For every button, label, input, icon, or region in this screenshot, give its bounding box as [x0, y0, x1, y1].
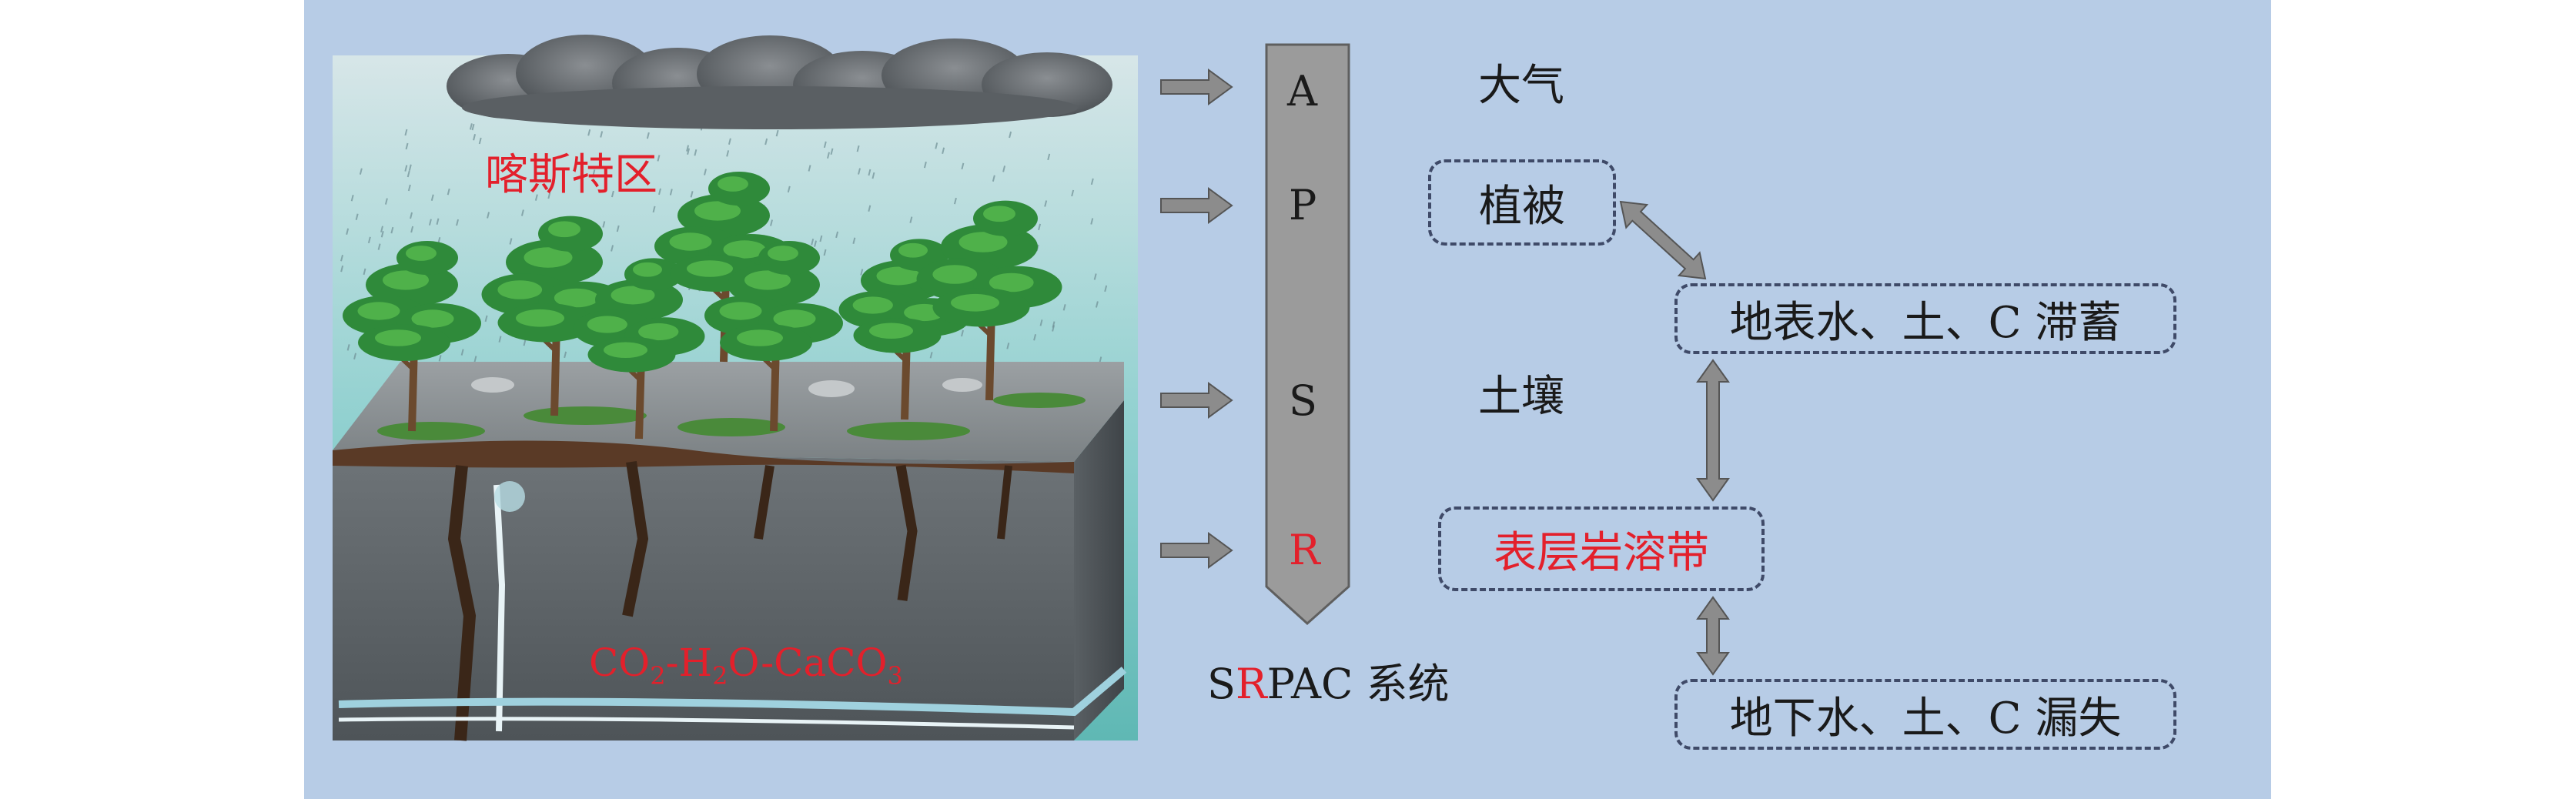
- surface-storage-box-label: 地表水、土、C 滞蓄: [1729, 297, 2122, 348]
- vegetation-box-label: 植被: [1479, 181, 1565, 232]
- epikarst-box: 表层岩溶带: [1438, 506, 1765, 591]
- tree: [704, 241, 843, 432]
- tree: [481, 216, 627, 416]
- atmosphere-label: 大气: [1478, 61, 1564, 111]
- column-letter-p: P: [1289, 181, 1317, 229]
- vegetation-surface-arrow: [1619, 200, 1707, 280]
- input-arrow-1: [1160, 187, 1233, 224]
- surface-epikarst-arrow: [1696, 359, 1730, 502]
- column-letter-r: R: [1289, 526, 1320, 574]
- soil-label: 土壤: [1478, 372, 1564, 422]
- karst-region-label: 喀斯特区: [485, 150, 657, 200]
- srpac-column: [1265, 43, 1350, 626]
- underground-loss-box: 地下水、土、C 漏失: [1674, 679, 2176, 750]
- underground-loss-box-label: 地下水、土、C 漏失: [1729, 693, 2122, 744]
- karst-rock-block: [333, 362, 1127, 741]
- vegetation-box: 植被: [1428, 159, 1616, 246]
- epikarst-underground-arrow: [1696, 596, 1730, 676]
- connector-arrows: [1619, 200, 1730, 676]
- chemistry-formula: CO2-H2O-CaCO3: [589, 640, 903, 690]
- tree: [573, 258, 705, 440]
- trees: [343, 172, 1062, 440]
- column-letter-a: A: [1287, 67, 1317, 115]
- tree: [916, 200, 1062, 401]
- column-letter-s: S: [1289, 376, 1317, 425]
- input-arrow-3: [1160, 532, 1233, 569]
- tree: [654, 172, 793, 363]
- surface-storage-box: 地表水、土、C 滞蓄: [1674, 283, 2176, 354]
- storm-cloud: [447, 35, 1112, 129]
- tree: [343, 241, 481, 432]
- srpac-system-label: SRPAC 系统: [1207, 660, 1450, 708]
- input-arrows: [1160, 69, 1233, 569]
- epikarst-box-label: 表层岩溶带: [1494, 527, 1709, 578]
- input-arrow-2: [1160, 382, 1233, 419]
- input-arrow-0: [1160, 69, 1233, 105]
